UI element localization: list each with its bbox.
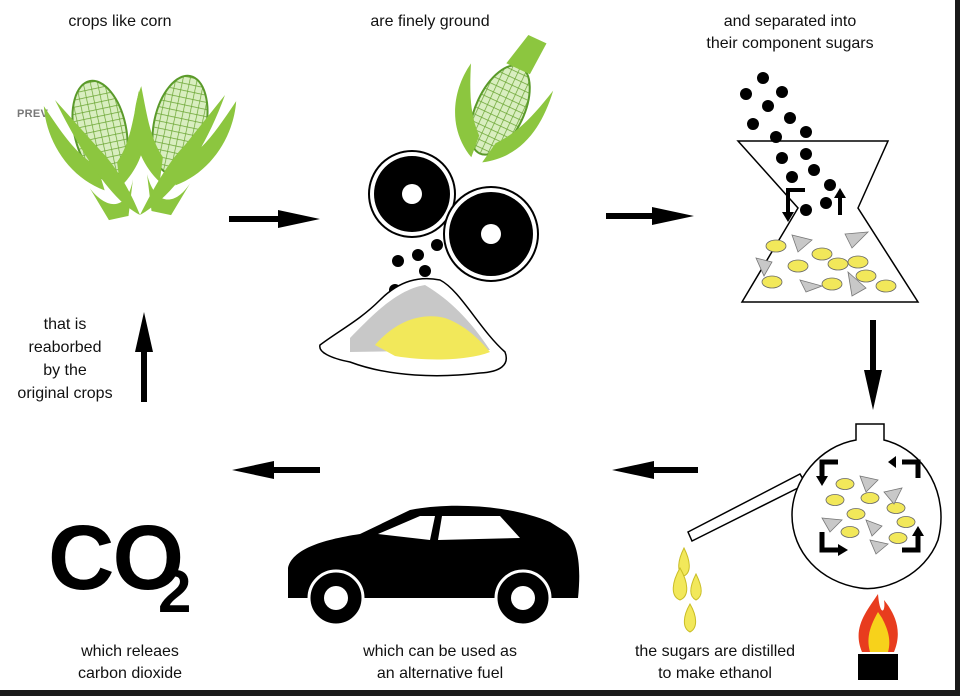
caption-line: are finely ground bbox=[370, 13, 490, 30]
car-icon bbox=[288, 505, 580, 627]
caption-line: reaborbed bbox=[28, 339, 102, 356]
caption-separated: and separated into their component sugar… bbox=[680, 11, 900, 55]
ground-pile-icon bbox=[319, 277, 507, 377]
distillation-flask-icon bbox=[687, 423, 942, 590]
co2-formula: CO 2 bbox=[48, 508, 218, 628]
caption-line: an alternative fuel bbox=[376, 665, 504, 682]
caption-line: which can be used as bbox=[363, 643, 517, 660]
arrow-up bbox=[135, 312, 153, 402]
arrow-right-2 bbox=[606, 207, 694, 225]
caption-line: crops like corn bbox=[68, 13, 172, 30]
corn-icon bbox=[43, 74, 237, 221]
caption-fuel: which can be used as an alternative fuel bbox=[330, 641, 550, 685]
caption-line: carbon dioxide bbox=[77, 665, 183, 682]
ethanol-droplets-icon bbox=[672, 546, 702, 633]
flame-icon bbox=[858, 594, 898, 680]
separation-flask-icon bbox=[736, 72, 920, 303]
caption-line: original crops bbox=[17, 385, 113, 402]
arrow-down bbox=[864, 320, 882, 410]
caption-line: which releaes bbox=[81, 643, 179, 660]
caption-line: to make ethanol bbox=[658, 665, 772, 682]
caption-releases: which releaes carbon dioxide bbox=[40, 641, 220, 685]
caption-distilled: the sugars are distilled to make ethanol bbox=[605, 641, 825, 685]
corn-ground-icon bbox=[455, 34, 554, 163]
caption-line: and separated into bbox=[723, 13, 857, 30]
grinder-rollers-icon bbox=[368, 150, 539, 282]
caption-crops: crops like corn bbox=[20, 11, 220, 33]
caption-line: that is bbox=[43, 316, 87, 333]
co2-main: CO bbox=[48, 507, 184, 609]
co2-subscript: 2 bbox=[158, 558, 192, 625]
arrow-right-1 bbox=[229, 210, 320, 228]
caption-line: by the bbox=[43, 362, 87, 379]
arrow-left-2 bbox=[232, 461, 320, 479]
caption-reabsorbed: that is reaborbed by the original crops bbox=[0, 313, 130, 405]
caption-line: the sugars are distilled bbox=[634, 643, 796, 660]
caption-line: their component sugars bbox=[706, 35, 874, 52]
prev-link[interactable]: PREV bbox=[17, 108, 49, 120]
arrow-left-1 bbox=[612, 461, 698, 479]
caption-ground: are finely ground bbox=[330, 11, 530, 33]
